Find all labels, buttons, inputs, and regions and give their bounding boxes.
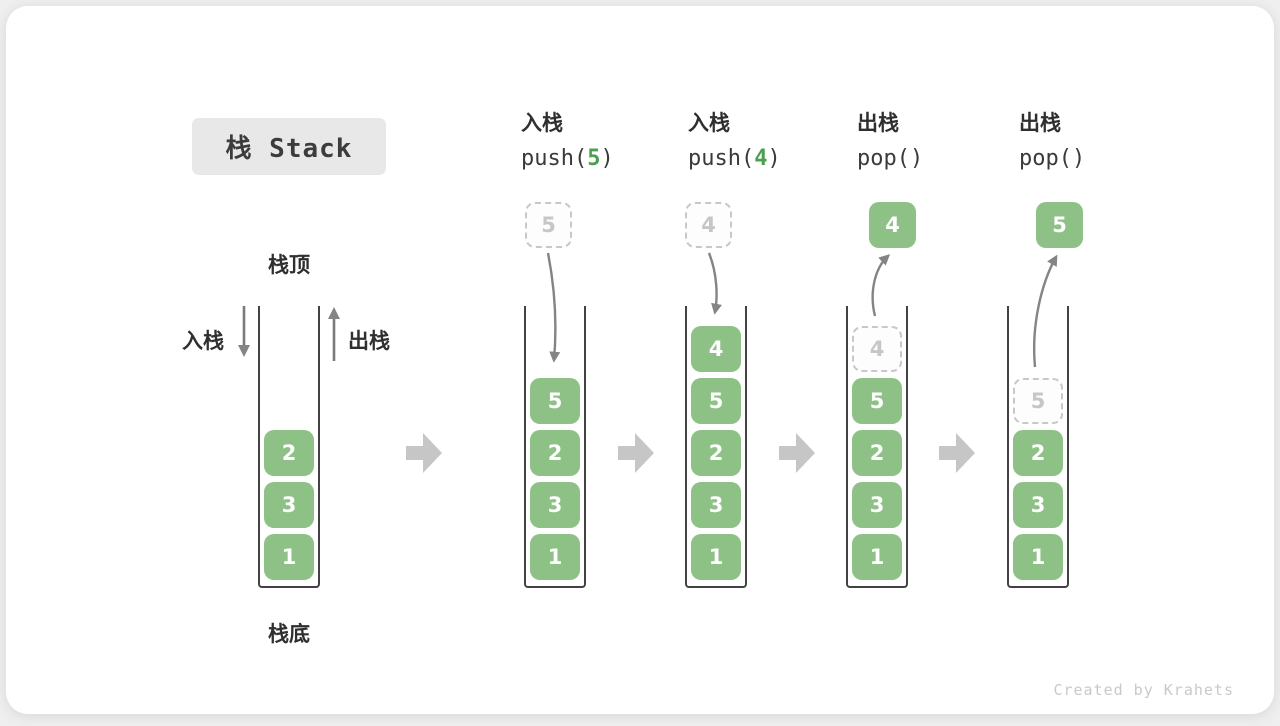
code-text: pop( <box>857 146 910 171</box>
operation-header-push-4: 入栈 push(4) <box>688 109 781 173</box>
operation-code: push(5) <box>521 145 614 173</box>
stack-item-ghost-box: 5 <box>1013 378 1063 424</box>
stack-item-box: 2 <box>691 430 741 476</box>
stack-bottom-label: 栈底 <box>268 622 310 646</box>
operation-title: 入栈 <box>688 111 730 135</box>
incoming-item-box: 5 <box>525 202 572 248</box>
operation-title: 出栈 <box>857 111 899 135</box>
operation-code: pop() <box>857 145 923 173</box>
title-text: 栈 Stack <box>225 134 353 164</box>
stack-item-box: 3 <box>530 482 580 528</box>
stack-item-box: 5 <box>691 378 741 424</box>
operation-title: 出栈 <box>1019 111 1061 135</box>
stack-container-after-push-5: 5 2 3 1 <box>524 306 586 588</box>
stack-item-box: 1 <box>1013 534 1063 580</box>
stack-container-initial: 2 3 1 <box>258 306 320 588</box>
stack-item-box: 3 <box>852 482 902 528</box>
stack-item-box: 1 <box>530 534 580 580</box>
stack-item-box: 5 <box>852 378 902 424</box>
watermark-text: Created by Krahets <box>1053 681 1234 699</box>
stack-item-box: 5 <box>530 378 580 424</box>
diagram-card: 栈 Stack 栈顶 栈底 入栈 出栈 2 3 1 入栈 push(5) 5 5… <box>6 6 1274 714</box>
stack-item-box: 1 <box>852 534 902 580</box>
stack-item-box: 4 <box>691 326 741 372</box>
next-step-arrow-icon <box>406 433 442 473</box>
push-4-arrow-icon <box>707 252 722 315</box>
operation-header-push-5: 入栈 push(5) <box>521 109 614 173</box>
stack-item-box: 2 <box>530 430 580 476</box>
code-arg: 4 <box>754 146 768 171</box>
stack-item-box: 1 <box>264 534 314 580</box>
stack-item-box: 3 <box>264 482 314 528</box>
next-step-arrow-icon <box>779 433 815 473</box>
popped-item-box: 4 <box>869 202 916 248</box>
stack-container-after-pop-5: 5 2 3 1 <box>1007 306 1069 588</box>
stack-item-box: 3 <box>1013 482 1063 528</box>
next-step-arrow-icon <box>939 433 975 473</box>
title-badge: 栈 Stack <box>192 118 386 175</box>
next-step-arrow-icon <box>618 433 654 473</box>
operation-code: pop() <box>1019 145 1085 173</box>
code-text: pop( <box>1019 146 1072 171</box>
stack-item-box: 2 <box>264 430 314 476</box>
incoming-item-box: 4 <box>685 202 732 248</box>
code-arg: 5 <box>587 146 601 171</box>
operation-code: push(4) <box>688 145 781 173</box>
stack-container-after-push-4: 4 5 2 3 1 <box>685 306 747 588</box>
pop-label: 出栈 <box>348 329 390 353</box>
popped-item-box: 5 <box>1036 202 1083 248</box>
operation-title: 入栈 <box>521 111 563 135</box>
arrows-overlay <box>238 252 1058 473</box>
operation-header-pop-4: 出栈 pop() <box>857 109 923 173</box>
stack-item-box: 1 <box>691 534 741 580</box>
stack-item-box: 2 <box>1013 430 1063 476</box>
code-text: ) <box>767 146 781 171</box>
code-text: push( <box>521 146 588 171</box>
push-label: 入栈 <box>182 329 224 353</box>
code-text: ) <box>600 146 614 171</box>
stack-item-box: 3 <box>691 482 741 528</box>
operation-header-pop-5: 出栈 pop() <box>1019 109 1085 173</box>
stack-top-label: 栈顶 <box>268 253 310 277</box>
stack-item-ghost-box: 4 <box>852 326 902 372</box>
code-text: ) <box>909 146 924 171</box>
stack-container-after-pop-4: 4 5 2 3 1 <box>846 306 908 588</box>
code-text: ) <box>1071 146 1086 171</box>
code-text: push( <box>688 146 755 171</box>
stack-item-box: 2 <box>852 430 902 476</box>
